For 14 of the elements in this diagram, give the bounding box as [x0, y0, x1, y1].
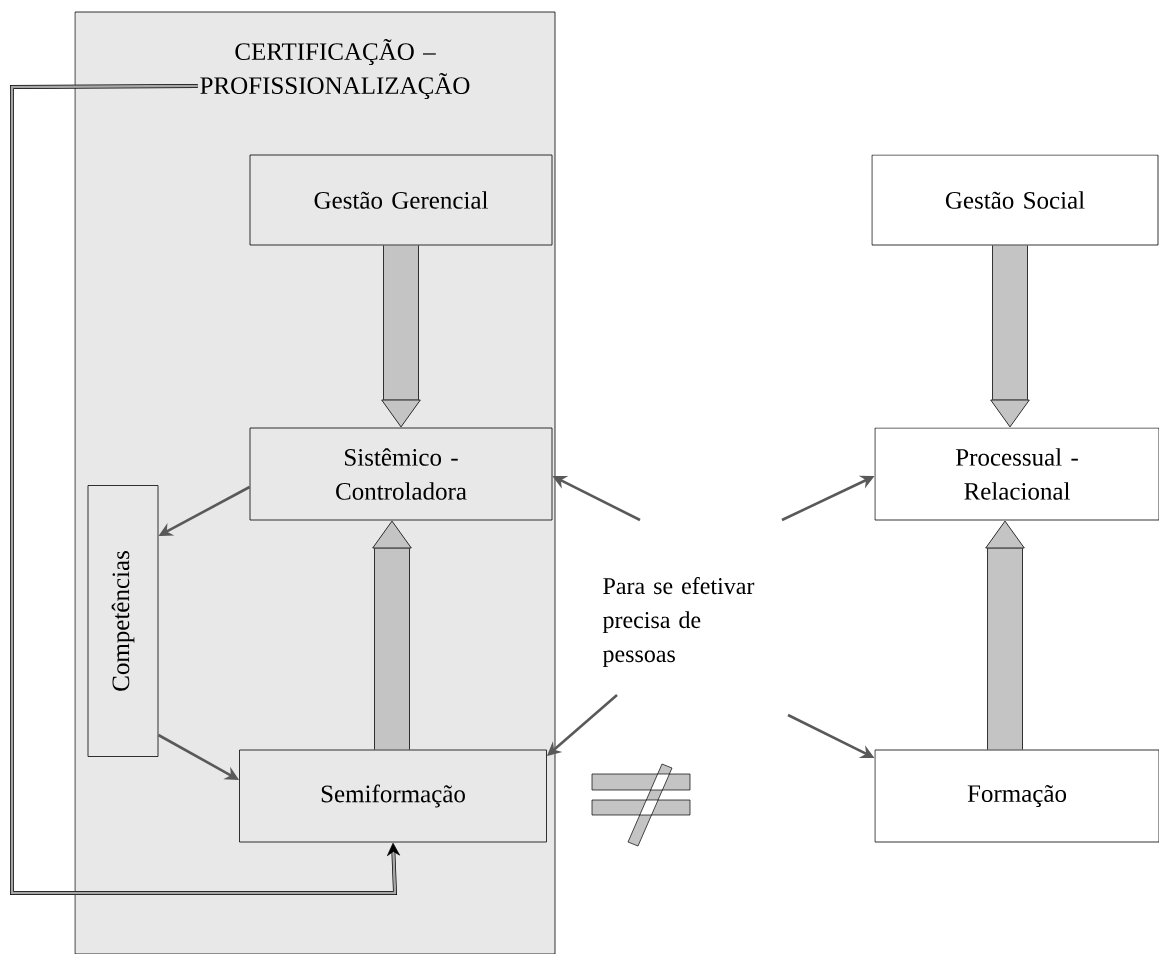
block-arrow: [372, 520, 412, 750]
process-box: Processual - Relacional: [874, 427, 1159, 521]
process-box: Sistêmico - Controladora: [249, 427, 553, 521]
block-arrow: [985, 520, 1025, 750]
heading-text: CERTIFICAÇÃO – PROFISSIONALIZAÇÃO: [200, 38, 470, 100]
block-arrow: [990, 245, 1030, 428]
block-arrow: [381, 245, 421, 428]
process-box: Semiformação: [239, 749, 547, 843]
connector-line: [10, 84, 400, 895]
process-box: Gestão Gerencial: [249, 154, 553, 246]
process-box: Gestão Social: [871, 154, 1159, 246]
process-box: Formação: [874, 749, 1159, 843]
vertical-box: Competências: [87, 485, 159, 757]
note-text: Para se efetivar precisa de pessoas: [602, 577, 755, 667]
